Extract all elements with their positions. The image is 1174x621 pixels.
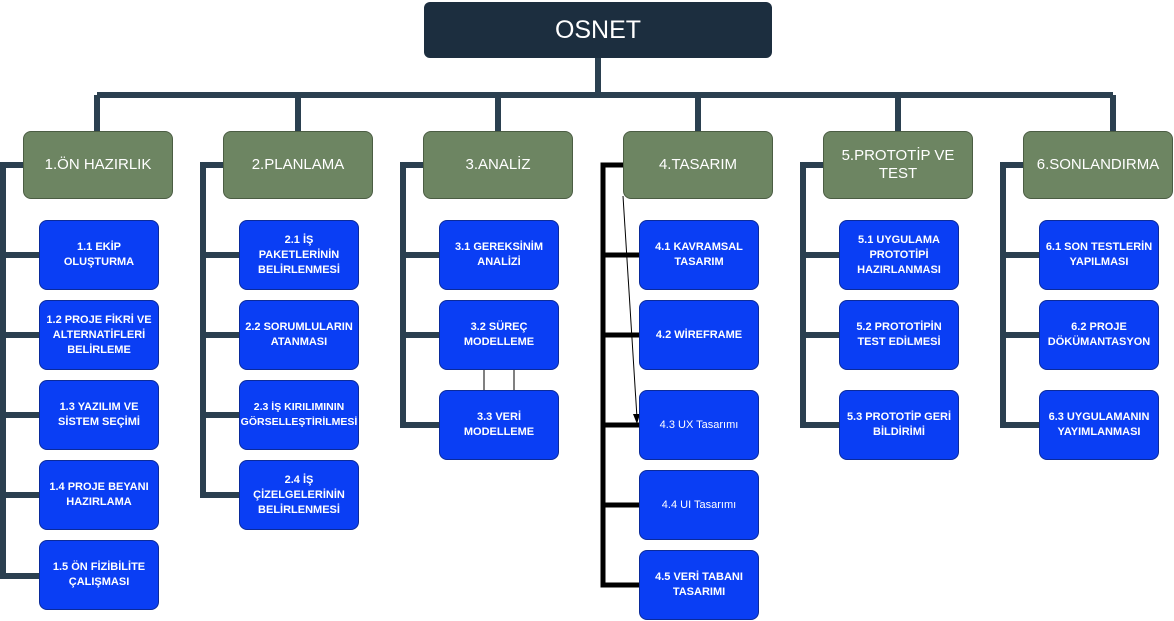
task-2-3[interactable]: 2.3 İŞ KIRILIMININ GÖRSELLEŞTİRİLMESİ bbox=[239, 380, 359, 450]
task-1-3[interactable]: 1.3 YAZILIM VE SİSTEM SEÇİMİ bbox=[39, 380, 159, 450]
phase-6-node[interactable]: 6.SONLANDIRMA bbox=[1023, 131, 1173, 199]
task-4-2[interactable]: 4.2 WİREFRAME bbox=[639, 300, 759, 370]
phase-2-node[interactable]: 2.PLANLAMA bbox=[223, 131, 373, 199]
task-2-1[interactable]: 2.1 İŞ PAKETLERİNİN BELİRLENMESİ bbox=[239, 220, 359, 290]
phase-5-node[interactable]: 5.PROTOTİP VE TEST bbox=[823, 131, 973, 199]
task-6-1[interactable]: 6.1 SON TESTLERİN YAPILMASI bbox=[1039, 220, 1159, 290]
task-5-1[interactable]: 5.1 UYGULAMA PROTOTİPİ HAZIRLANMASI bbox=[839, 220, 959, 290]
task-1-4[interactable]: 1.4 PROJE BEYANI HAZIRLAMA bbox=[39, 460, 159, 530]
task-1-1[interactable]: 1.1 EKİP OLUŞTURMA bbox=[39, 220, 159, 290]
task-2-4[interactable]: 2.4 İŞ ÇİZELGELERİNİN BELİRLENMESİ bbox=[239, 460, 359, 530]
phase-3-node[interactable]: 3.ANALİZ bbox=[423, 131, 573, 199]
task-4-1[interactable]: 4.1 KAVRAMSAL TASARIM bbox=[639, 220, 759, 290]
task-3-3[interactable]: 3.3 VERİ MODELLEME bbox=[439, 390, 559, 460]
task-3-2[interactable]: 3.2 SÜREÇ MODELLEME bbox=[439, 300, 559, 370]
phase-1-node[interactable]: 1.ÖN HAZIRLIK bbox=[23, 131, 173, 199]
task-4-3[interactable]: 4.3 UX Tasarımı bbox=[639, 390, 759, 460]
task-4-4[interactable]: 4.4 UI Tasarımı bbox=[639, 470, 759, 540]
task-6-3[interactable]: 6.3 UYGULAMANIN YAYIMLANMASI bbox=[1039, 390, 1159, 460]
task-5-2[interactable]: 5.2 PROTOTİPİN TEST EDİLMESİ bbox=[839, 300, 959, 370]
task-1-2[interactable]: 1.2 PROJE FİKRİ VE ALTERNATİFLERİ BELİRL… bbox=[39, 300, 159, 370]
task-1-5[interactable]: 1.5 ÖN FİZİBİLİTE ÇALIŞMASI bbox=[39, 540, 159, 610]
task-3-1[interactable]: 3.1 GEREKSİNİM ANALİZİ bbox=[439, 220, 559, 290]
task-4-5[interactable]: 4.5 VERİ TABANI TASARIMI bbox=[639, 550, 759, 620]
task-6-2[interactable]: 6.2 PROJE DÖKÜMANTASYON bbox=[1039, 300, 1159, 370]
root-node[interactable]: OSNET bbox=[424, 2, 772, 58]
task-2-2[interactable]: 2.2 SORUMLULARIN ATANMASI bbox=[239, 300, 359, 370]
task-5-3[interactable]: 5.3 PROTOTİP GERİ BİLDİRİMİ bbox=[839, 390, 959, 460]
phase-4-node[interactable]: 4.TASARIM bbox=[623, 131, 773, 199]
